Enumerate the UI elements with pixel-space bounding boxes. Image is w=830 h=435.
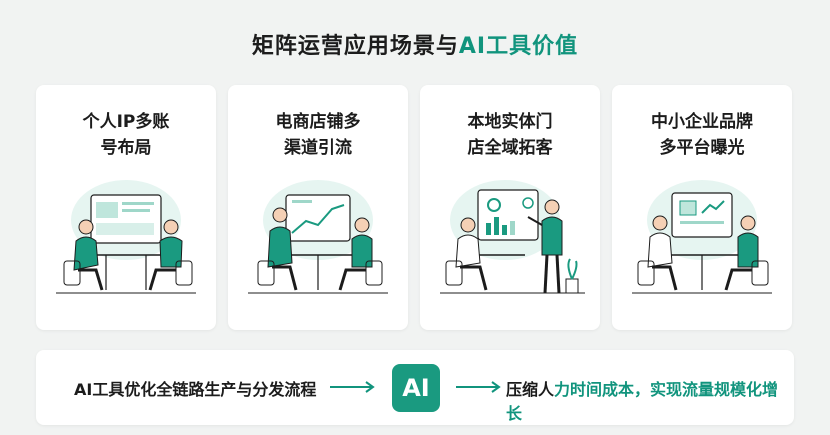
title-accent: AI工具价值 <box>458 34 579 59</box>
flow-output-plain: 压缩人 <box>506 380 555 399</box>
flow-input-text: AI工具优化全链路生产与分发流程 <box>74 380 317 399</box>
card-label-line1: 中小企业品牌 <box>651 112 753 132</box>
card-label: 电商店铺多 渠道引流 <box>228 109 408 161</box>
arrow-right-icon <box>456 381 501 393</box>
card-label: 中小企业品牌 多平台曝光 <box>612 109 792 161</box>
card-label-line2: 多平台曝光 <box>659 138 745 158</box>
card-label: 个人IP多账 号布局 <box>36 109 216 161</box>
flow-output-accent: 力时间成本，实现流量规模化增长 <box>506 380 779 423</box>
scenario-card-local-store: 本地实体门 店全域拓客 <box>420 85 600 330</box>
flow-output-text: 压缩人力时间成本，实现流量规模化增长 <box>506 376 794 424</box>
scenario-card-personal-ip: 个人IP多账 号布局 <box>36 85 216 330</box>
title-main: 矩阵运营应用场景与 <box>251 34 459 59</box>
ai-flow-banner: AI工具优化全链路生产与分发流程 AI 压缩人力时间成本，实现流量规模化增长 <box>36 350 794 425</box>
scenario-card-sme-brand: 中小企业品牌 多平台曝光 <box>612 85 792 330</box>
ai-badge: AI <box>392 364 440 412</box>
meeting-illustration <box>56 180 196 294</box>
card-label-line2: 号布局 <box>100 138 152 158</box>
card-label-line2: 店全域拓客 <box>467 138 553 158</box>
card-label: 本地实体门 店全域拓客 <box>420 109 600 161</box>
arrow-right-icon <box>330 381 375 393</box>
meeting-illustration <box>632 180 772 294</box>
card-label-line2: 渠道引流 <box>284 138 352 158</box>
presentation-illustration <box>440 180 585 294</box>
page-title: 矩阵运营应用场景与AI工具价值 <box>0 28 830 60</box>
card-label-line1: 电商店铺多 <box>275 112 361 132</box>
card-label-line1: 个人IP多账 <box>82 112 170 132</box>
card-label-line1: 本地实体门 <box>467 112 553 132</box>
meeting-illustration <box>248 180 388 294</box>
scenario-card-ecommerce: 电商店铺多 渠道引流 <box>228 85 408 330</box>
